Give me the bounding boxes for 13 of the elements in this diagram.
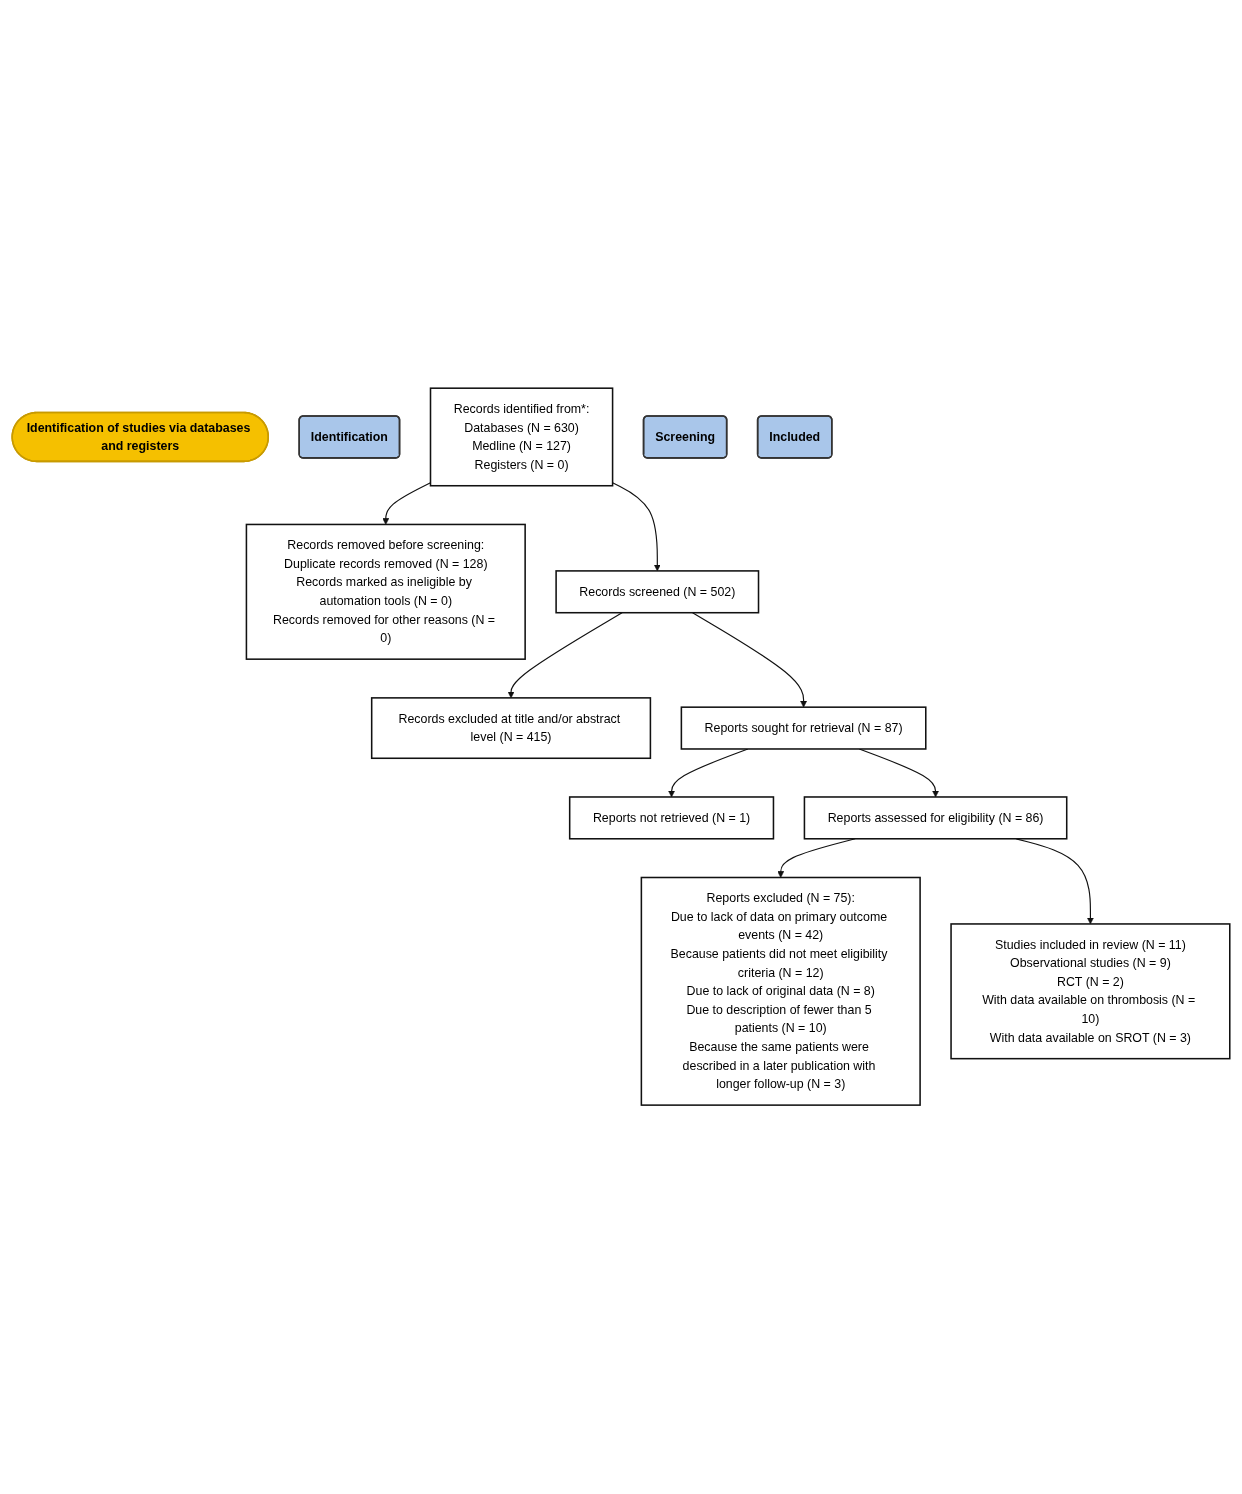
- node-box: Reports not retrieved (N = 1): [568, 796, 775, 840]
- node-box: Records removed before screening: Duplicate records removed (N = 128) Records marked as ineligible by automation tools (N = 0) Records removed for other reasons (N = 0): [245, 524, 526, 661]
- node-box: Records screened (N = 502): [555, 570, 760, 614]
- node-box: Records excluded at title and/or abstract level (N = 415): [370, 697, 652, 760]
- node-box: Studies included in review (N = 11) Observational studies (N = 9) RCT (N = 2) With data available on thrombosis (N = 10) With data available on SROT (N = 3): [950, 923, 1231, 1060]
- node-box: Reports excluded (N = 75): Due to lack of data on primary outcome events (N = 42) Because patients did not meet eligibility criteria (N = 12) Due to lack of original data (N = 8) Due to description of fewer than 5 patients (N = 10) Because the same patients were described in a later publication with longer follow-up (N = 3): [640, 877, 921, 1107]
- arrow: [507, 612, 623, 699]
- arrow: [692, 612, 807, 708]
- node-box: Reports assessed for eligibility (N = 86): [803, 796, 1068, 840]
- arrow: [612, 482, 661, 572]
- node-box: Reports sought for retrieval (N = 87): [680, 706, 927, 751]
- node-box: Records identified from*: Databases (N = 630) Medline (N = 127) Registers (N = 0): [429, 387, 614, 487]
- arrow: [382, 482, 432, 526]
